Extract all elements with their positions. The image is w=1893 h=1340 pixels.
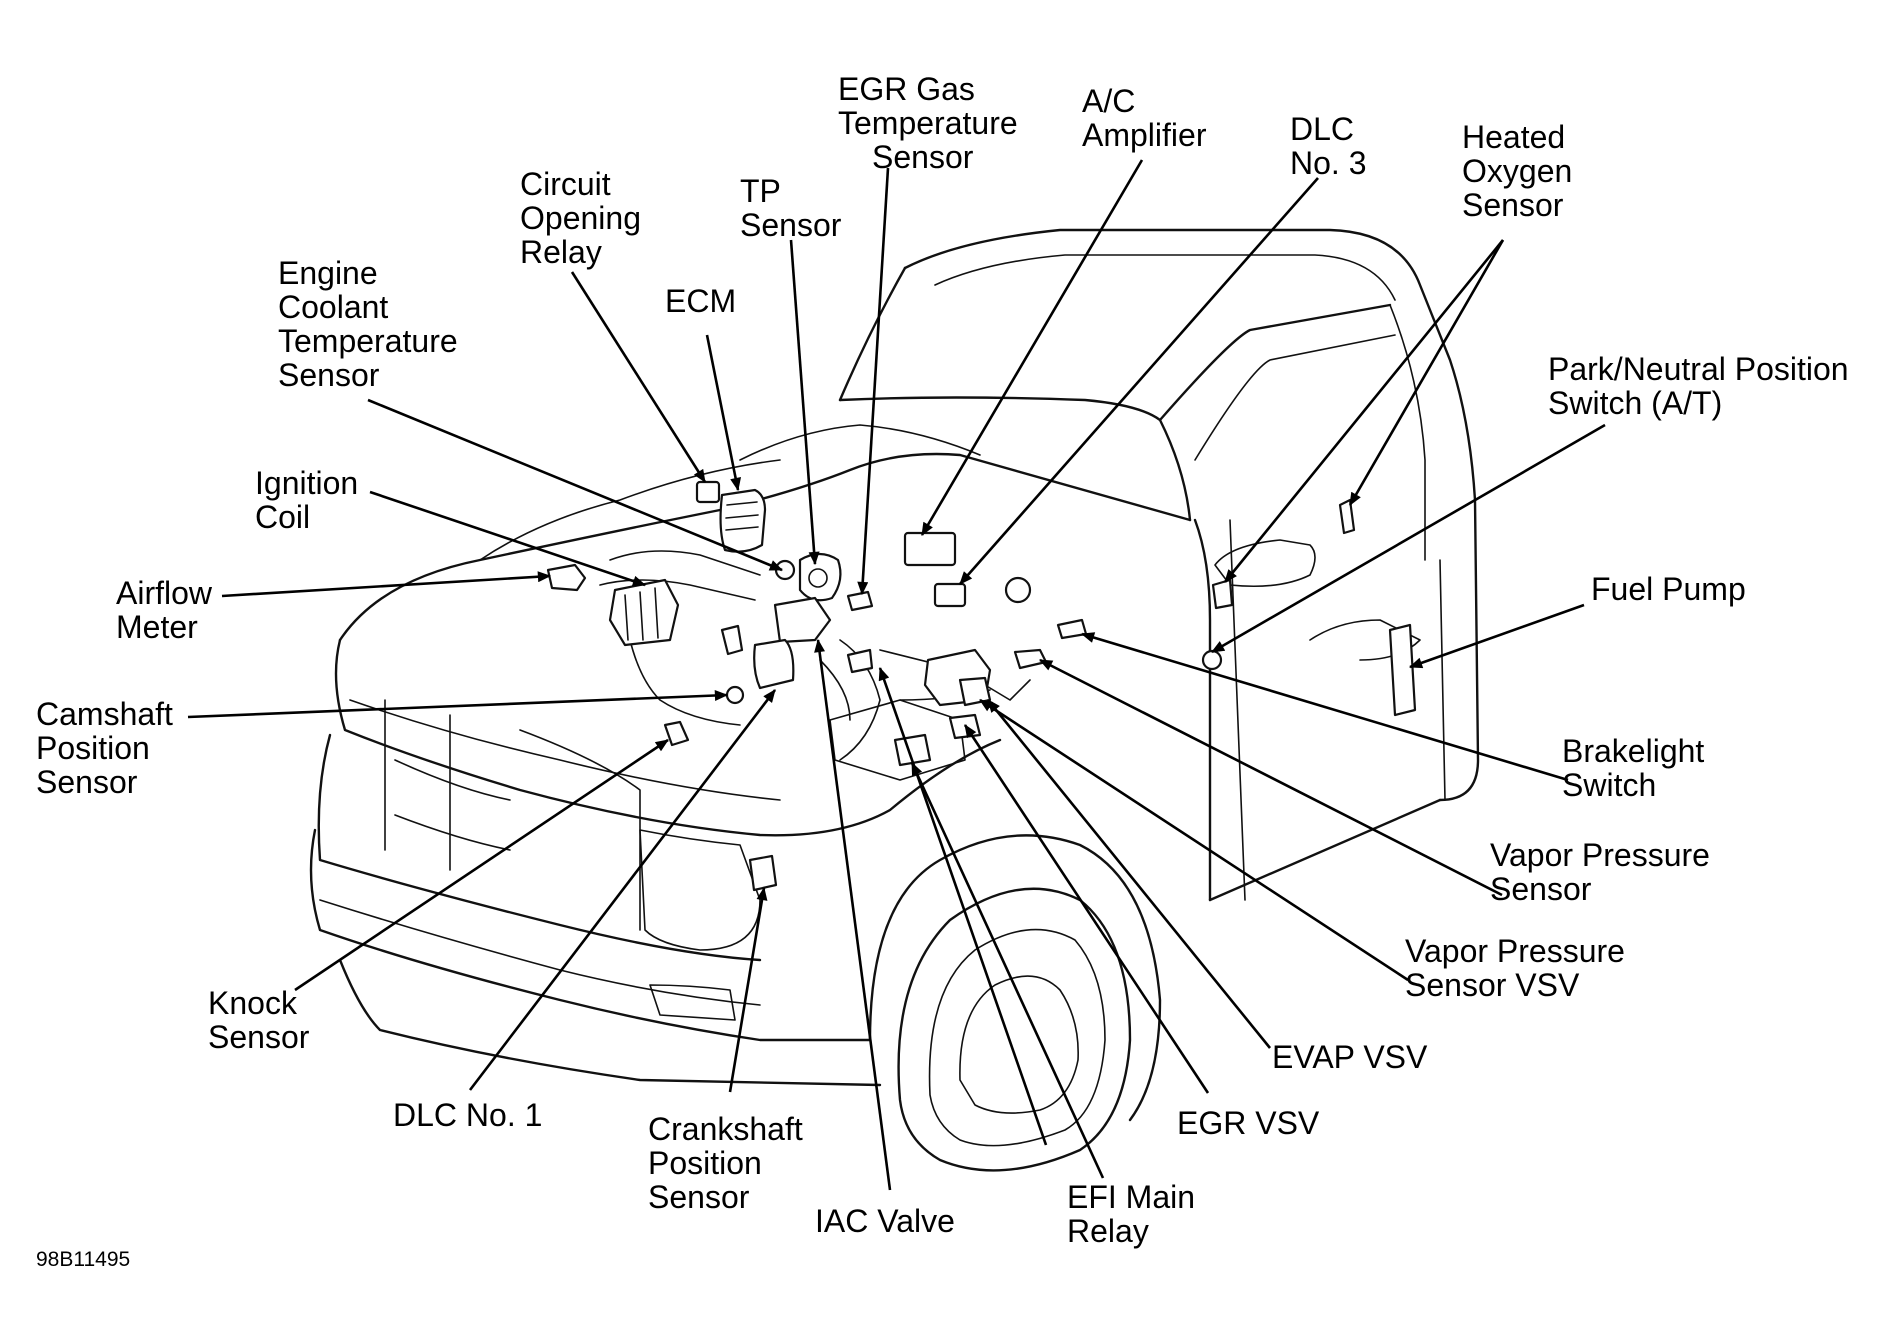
leader-iac-valve (814, 638, 892, 1191)
leader-heated-oxygen-sensor-2 (1348, 239, 1505, 506)
leader-ac-amplifier (920, 159, 1144, 536)
label-brakelight-switch: Brakelight Switch (1562, 733, 1713, 803)
leader-tp-sensor (789, 239, 820, 566)
label-airflow-meter: Airflow Meter (116, 575, 221, 645)
label-crankshaft-position-sensor: Crankshaft Position Sensor (648, 1111, 812, 1215)
label-vapor-pressure-sensor-vsv: Vapor Pressure Sensor VSV (1405, 933, 1634, 1003)
label-ecm: ECM (665, 283, 736, 319)
label-park-neutral-position-switch: Park/Neutral Position Switch (A/T) (1548, 351, 1857, 421)
label-iac-valve: IAC Valve (815, 1203, 955, 1239)
leader-efi-main-relay (910, 762, 1105, 1179)
label-egr-vsv: EGR VSV (1177, 1105, 1320, 1141)
label-heated-oxygen-sensor: Heated Oxygen Sensor (1462, 119, 1581, 223)
label-efi-main-relay: EFI Main Relay (1067, 1179, 1204, 1249)
label-fuel-pump: Fuel Pump (1591, 571, 1746, 607)
leader-ecm (705, 334, 742, 492)
label-engine-coolant-temperature-sensor: Engine Coolant Temperature Sensor (278, 255, 467, 393)
figure-code: 98B11495 (36, 1248, 130, 1271)
leader-evap-vsv (986, 699, 1272, 1049)
label-vapor-pressure-sensor: Vapor Pressure Sensor (1490, 837, 1719, 907)
leader-heated-oxygen-sensor-1 (1223, 239, 1505, 583)
leader-crankshaft-position-sensor (728, 886, 768, 1093)
leader-fuel-pump (1408, 603, 1585, 669)
leader-vapor-pressure-sensor-vsv (979, 698, 1409, 982)
label-ac-amplifier: A/C Amplifier (1082, 83, 1207, 153)
leader-park-neutral-position-switch (1211, 423, 1606, 654)
leader-camshaft-position-sensor (187, 689, 729, 719)
components (546, 480, 1417, 892)
leader-engine-coolant-temperature-sensor (367, 398, 784, 572)
leader-airflow-meter (221, 571, 552, 598)
label-evap-vsv: EVAP VSV (1272, 1039, 1428, 1075)
label-circuit-opening-relay: Circuit Opening Relay (520, 166, 650, 270)
label-dlc-no-3: DLC No. 3 (1290, 111, 1366, 181)
leader-dlc-no-1 (468, 689, 777, 1091)
leader-iac-to-throttle (878, 666, 1048, 1146)
leader-brakelight-switch (1080, 632, 1569, 782)
leader-knock-sensor (294, 738, 669, 992)
labels: EGR Gas Temperature Sensor A/C Amplifier… (36, 71, 1857, 1271)
label-ignition-coil: Ignition Coil (255, 465, 367, 535)
label-egr-gas-temperature-sensor: EGR Gas Temperature Sensor (838, 71, 1027, 175)
label-tp-sensor: TP Sensor (740, 173, 842, 243)
label-dlc-no-1: DLC No. 1 (393, 1097, 542, 1133)
leader-lines (187, 159, 1606, 1191)
leader-dlc-no-3 (959, 177, 1319, 585)
label-camshaft-position-sensor: Camshaft Position Sensor (36, 696, 182, 800)
leader-circuit-opening-relay (570, 271, 707, 483)
label-knock-sensor: Knock Sensor (208, 985, 310, 1055)
leader-vapor-pressure-sensor (1039, 658, 1503, 897)
leader-egr-vsv (963, 724, 1210, 1094)
leader-egr-gas-temperature-sensor (857, 167, 890, 596)
leader-ignition-coil (369, 490, 647, 587)
